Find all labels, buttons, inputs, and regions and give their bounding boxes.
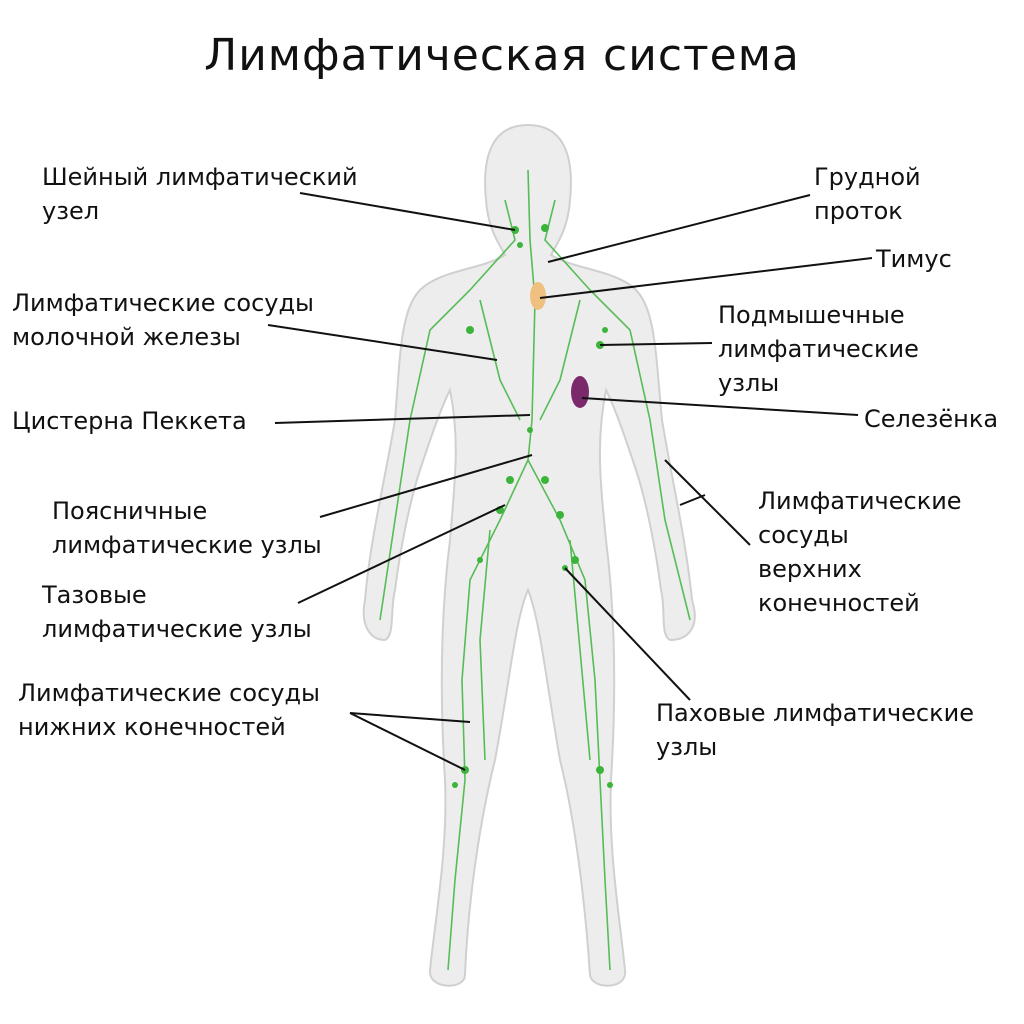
leader-lines	[267, 192, 873, 771]
diagram-title: Лимфатическая система	[204, 30, 800, 81]
label-cisterna-chyli: Цистерна Пеккета	[12, 407, 247, 435]
spleen	[571, 376, 589, 408]
label-thymus: Тимус	[876, 245, 952, 273]
thymus	[530, 282, 546, 310]
label-spleen: Селезёнка	[864, 405, 999, 433]
body-silhouette	[362, 123, 696, 987]
